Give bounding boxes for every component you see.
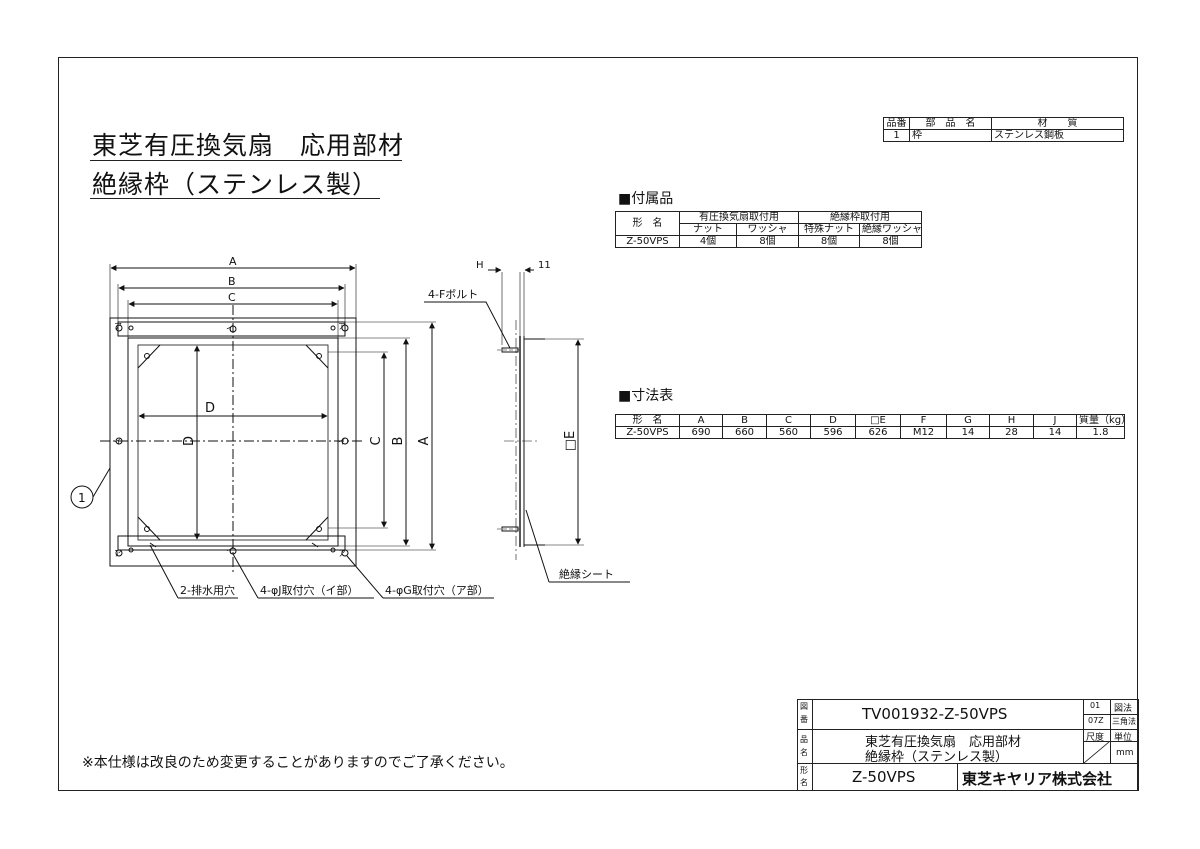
label-hole-g: 4-φG取付穴（ア部） (385, 583, 489, 597)
tb-product-name-1: 東芝有圧換気扇 応用部材 (865, 735, 1022, 750)
mark-i: イ (338, 437, 346, 446)
drawing-title-line2: 絶縁枠（ステンレス製） (92, 170, 379, 199)
drain-hole-mark (149, 542, 157, 548)
dim-cell-mass: 1.8 (1076, 426, 1125, 439)
title-underline (90, 160, 402, 161)
leader-sheet (525, 509, 550, 583)
label-hole-j: 4-φJ取付穴（イ部） (260, 583, 358, 597)
mark-i: イ (226, 546, 234, 555)
tb-company: 東芝キヤリア株式会社 (962, 770, 1113, 788)
tb-label-model: 形名 (800, 766, 808, 787)
label-e: □E (563, 431, 578, 452)
tb-scale-label: 尺度 (1086, 733, 1105, 743)
tb-product-name-2: 絶縁枠（ステンレス製） (865, 750, 1009, 765)
leader-holeg (346, 555, 384, 599)
title-underline-2 (90, 198, 380, 199)
mark-i: イ (114, 437, 122, 446)
mark-i: イ (226, 324, 234, 333)
mark-a: ア (338, 549, 346, 558)
dimension-table: 形 名 A B C D □E F G H J 質量（kg） Z-50VPS 69… (615, 414, 1125, 439)
bolt-hole (144, 353, 150, 359)
bolt-hole (316, 353, 322, 359)
leader-bolt (424, 301, 511, 349)
dimension-table-heading: ■寸法表 (618, 388, 674, 404)
mark-a: ア (114, 322, 122, 331)
label-b: B (228, 275, 236, 288)
bolt-hole (316, 526, 322, 532)
table-row: 1 枠 ステンレス鋼板 (883, 129, 1124, 142)
label-a: A (229, 255, 237, 268)
label-11: 11 (538, 260, 551, 271)
label-h: H (476, 260, 484, 271)
dim-cell-j: 14 (1033, 426, 1077, 439)
hole-g (341, 324, 349, 332)
mark-a: ア (114, 549, 122, 558)
tb-drawing-number: TV001932-Z-50VPS (862, 705, 1008, 723)
accessories-table: 形 名 有圧換気扇取付用 絶縁枠取付用 ナット ワッシャ 特殊ナット 絶縁ワッシ… (615, 211, 922, 248)
specification-note: ※本仕様は改良のため変更することがありますのでご了承ください。 (82, 755, 514, 771)
label-sheet: 絶縁シート (559, 567, 614, 581)
tb-unit: mm (1116, 748, 1134, 758)
parts-table: 品番 部 品 名 材 質 1 枠 ステンレス鋼板 (883, 117, 1124, 142)
accessories-heading: ■付属品 (618, 191, 674, 207)
label-c: C (228, 291, 236, 304)
acc-value-3: 8個 (859, 235, 922, 248)
parts-cell-no: 1 (883, 129, 910, 142)
label-drain: 2-排水用穴 (180, 583, 235, 597)
dim-cell-b: 660 (722, 426, 767, 439)
drain-hole-mark (311, 542, 319, 548)
tb-rev-1: 01 (1090, 701, 1101, 710)
bolt-hole (330, 325, 336, 331)
part-number: 1 (78, 491, 86, 505)
bottom-flange (117, 535, 346, 551)
hole-j (229, 325, 237, 333)
label-c-vertical: C (369, 436, 384, 445)
tb-model: Z-50VPS (852, 768, 916, 786)
bolt-hole (144, 526, 150, 532)
dim-cell-h: 28 (989, 426, 1034, 439)
drawing-title-line1: 東芝有圧換気扇 応用部材 (92, 131, 405, 160)
tb-rev-2: 07Z (1088, 716, 1104, 725)
parts-cell-material: ステンレス鋼板 (991, 129, 1124, 142)
leader-holej (232, 553, 259, 599)
tb-method-label: 図法 (1114, 704, 1133, 714)
part-balloon (70, 485, 94, 509)
label-bolt: 4-Fボルト (428, 288, 478, 301)
hole-g (115, 549, 123, 557)
table-row: 品番 部 品 名 材 質 (883, 117, 1124, 130)
drawing-border (58, 57, 1138, 791)
scale-cell-slash (1084, 742, 1110, 763)
mark-a: ア (338, 322, 346, 331)
frame-inner-outline (127, 337, 339, 547)
leader-drain (149, 544, 179, 599)
label-a-vertical: A (417, 436, 432, 445)
table-row: Z-50VPS 4個 8個 8個 8個 (615, 235, 922, 248)
tb-label-drawing-no: 図番 (800, 702, 808, 724)
acc-model: Z-50VPS (615, 235, 680, 248)
hole-j (115, 437, 123, 445)
label-d: D (205, 401, 215, 416)
hole-j (341, 437, 349, 445)
top-flange (117, 321, 346, 337)
leader-part1 (92, 467, 111, 498)
tb-unit-label: 単位 (1114, 733, 1133, 743)
label-b-vertical: B (391, 437, 406, 446)
table-row: ナット ワッシャ 特殊ナット 絶縁ワッシャ (616, 223, 922, 236)
tb-method: 三角法 (1112, 717, 1136, 726)
label-d-vertical: D (182, 436, 197, 446)
bolt-hole (330, 547, 336, 553)
bolt-hole (128, 325, 134, 331)
bolt-hole (128, 547, 134, 553)
hole-g (115, 324, 123, 332)
tb-label-product-name: 品名 (800, 735, 808, 757)
dim-cell-model: Z-50VPS (615, 426, 680, 439)
table-row: Z-50VPS 690 660 560 596 626 M12 14 28 14… (615, 426, 1125, 439)
